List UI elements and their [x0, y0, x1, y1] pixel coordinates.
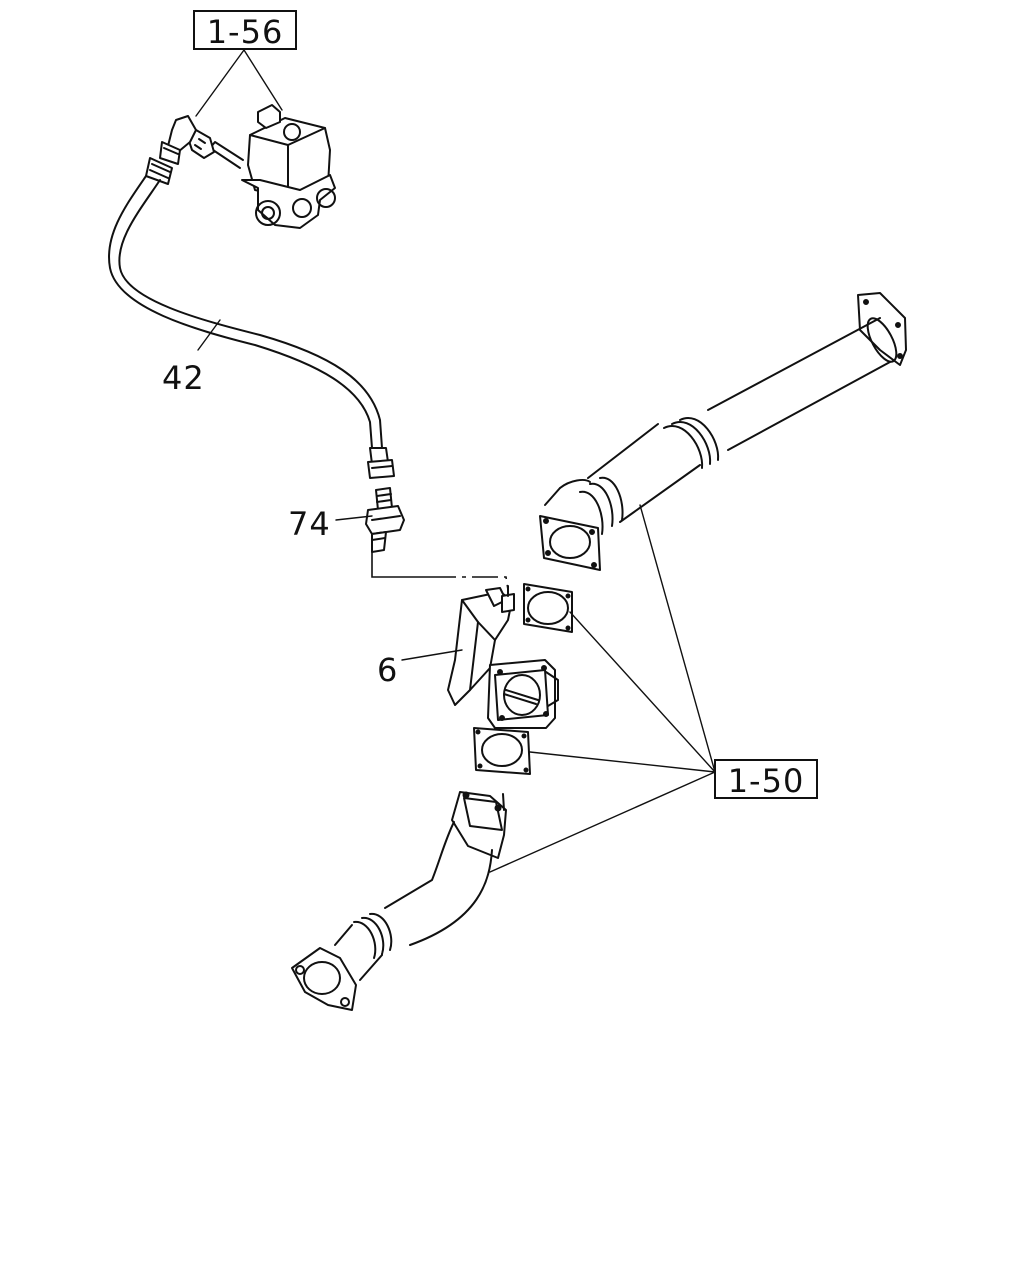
front-exhaust-pipe[interactable]	[544, 292, 907, 549]
solenoid-valve[interactable]	[187, 104, 336, 229]
upper-gasket[interactable]	[523, 583, 573, 633]
tee-fitting[interactable]	[365, 487, 405, 553]
leader-lines	[195, 49, 716, 873]
hose-elbow-fitting[interactable]	[145, 115, 197, 185]
exhaust-brake-valve[interactable]	[447, 585, 559, 729]
callout-exhaust-brake[interactable]: 6	[377, 651, 399, 689]
callout-fitting[interactable]: 74	[288, 505, 331, 543]
reference-box-exhaust[interactable]: 1-50	[714, 759, 818, 799]
callout-hose[interactable]: 42	[162, 359, 205, 397]
front-pipe-flange[interactable]	[539, 515, 601, 571]
rear-exhaust-pipe[interactable]	[334, 791, 507, 981]
vacuum-hose[interactable]	[108, 175, 383, 449]
lower-gasket[interactable]	[473, 727, 531, 775]
connection-line	[371, 552, 430, 578]
hose-end-fitting[interactable]	[367, 447, 395, 479]
reference-box-solenoid[interactable]: 1-56	[193, 10, 297, 50]
rear-pipe-flange[interactable]	[291, 947, 357, 1011]
